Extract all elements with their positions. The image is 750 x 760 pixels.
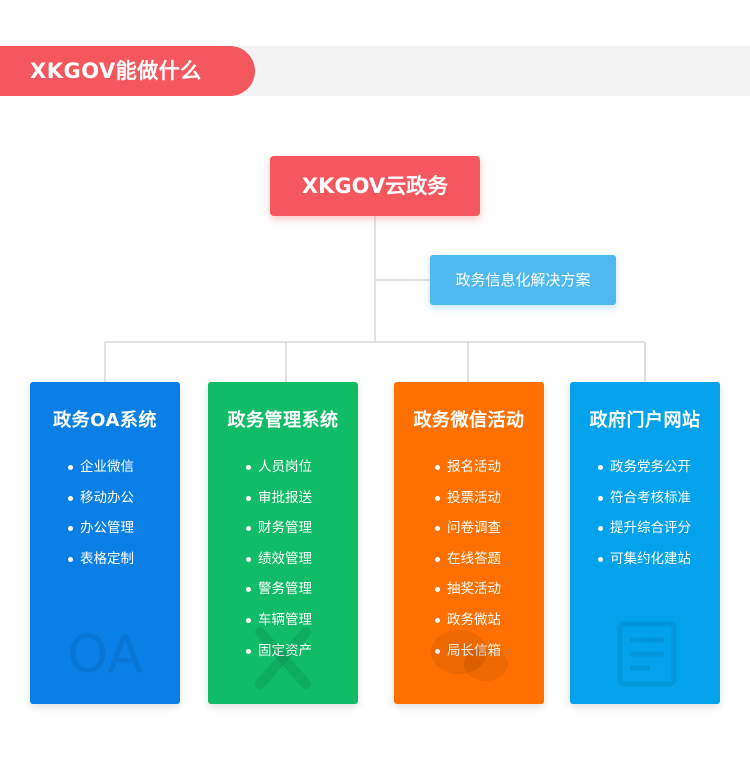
card-list: 报名活动 投票活动 问卷调查 在线答题 抽奖活动 政务微站 局长信箱 xyxy=(394,452,544,666)
card-management-system: 政务管理系统 人员岗位 审批报送 财务管理 绩效管理 警务管理 车辆管理 固定资… xyxy=(208,382,358,704)
wechat-watermark-icon xyxy=(394,612,544,692)
list-item: 车辆管理 xyxy=(208,605,358,636)
list-item: 企业微信 xyxy=(30,452,180,483)
list-item: 问卷调查 xyxy=(394,513,544,544)
tools-watermark-icon xyxy=(208,612,358,692)
list-item: 局长信箱 xyxy=(394,636,544,667)
list-item: 人员岗位 xyxy=(208,452,358,483)
oa-watermark-text: OA xyxy=(67,625,143,685)
card-title: 政务管理系统 xyxy=(227,410,339,431)
list-item: 审批报送 xyxy=(208,483,358,514)
list-item: 警务管理 xyxy=(208,574,358,605)
card-title: 政务微信活动 xyxy=(413,410,525,431)
list-item: 抽奖活动 xyxy=(394,574,544,605)
list-item: 报名活动 xyxy=(394,452,544,483)
list-item: 移动办公 xyxy=(30,483,180,514)
list-item: 符合考核标准 xyxy=(570,483,720,514)
card-title: 政务OA系统 xyxy=(53,410,157,431)
list-item: 办公管理 xyxy=(30,513,180,544)
list-item: 投票活动 xyxy=(394,483,544,514)
list-item: 政务党务公开 xyxy=(570,452,720,483)
card-wechat-activities: 政务微信活动 报名活动 投票活动 问卷调查 在线答题 抽奖活动 政务微站 局长信… xyxy=(394,382,544,704)
list-item: 提升综合评分 xyxy=(570,513,720,544)
list-item: 可集约化建站 xyxy=(570,544,720,575)
list-item: 在线答题 xyxy=(394,544,544,575)
list-item: 固定资产 xyxy=(208,636,358,667)
card-list: 政务党务公开 符合考核标准 提升综合评分 可集约化建站 xyxy=(570,452,720,574)
list-item: 财务管理 xyxy=(208,513,358,544)
list-item: 政务微站 xyxy=(394,605,544,636)
card-title: 政府门户网站 xyxy=(589,410,701,431)
card-list: 企业微信 移动办公 办公管理 表格定制 xyxy=(30,452,180,574)
card-oa-system: 政务OA系统 企业微信 移动办公 办公管理 表格定制 OA xyxy=(30,382,180,704)
list-item: 绩效管理 xyxy=(208,544,358,575)
card-government-portal: 政府门户网站 政务党务公开 符合考核标准 提升综合评分 可集约化建站 xyxy=(570,382,720,704)
list-item: 表格定制 xyxy=(30,544,180,575)
side-node: 政务信息化解决方案 xyxy=(430,255,616,305)
page-title: XKGOV能做什么 xyxy=(0,46,255,96)
document-watermark-icon xyxy=(570,612,720,692)
root-node: XKGOV云政务 xyxy=(270,156,480,216)
oa-watermark-icon: OA xyxy=(30,612,180,692)
card-list: 人员岗位 审批报送 财务管理 绩效管理 警务管理 车辆管理 固定资产 xyxy=(208,452,358,666)
